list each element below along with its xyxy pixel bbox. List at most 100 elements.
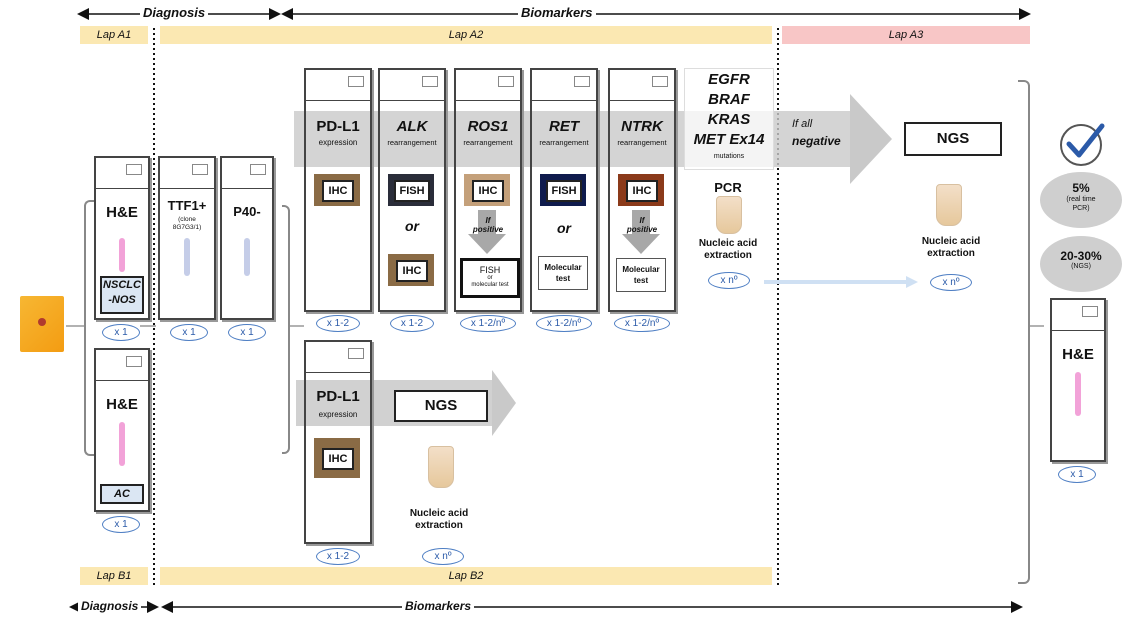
pcr-tube-image [716,196,742,234]
lab-a1-bar: Lap A1 [80,26,148,44]
count-p40: x 1 [228,324,266,341]
ntrk-if-positive: If positive [626,216,658,234]
he-slide-a: H&E NSCLC -NOS [94,156,150,320]
he-slide-b: H&E AC [94,348,150,512]
ntrk-slide: NTRK rearrangement IHC If positive Molec… [608,68,676,312]
ros1-ihc: IHC [472,180,504,202]
gene-met-ex14: MET Ex14 [693,131,765,148]
ttf1-title: TTF1+ [167,198,207,213]
pcr-percent-badge: 5% (real time PCR) [1040,172,1122,228]
pdl1-b-sub: expression [318,410,358,419]
pdl1-a-ihc: IHC [322,180,354,202]
ttf1-slide: TTF1+ (clone 8G7G3/1) [158,156,216,320]
pdl1-a-title: PD-L1 [316,118,360,135]
count-alk: x 1-2 [390,315,434,332]
negative-label: negative [792,134,841,148]
final-he-slide: H&E [1050,298,1106,462]
count-he-a: x 1 [102,324,140,341]
ret-molecular: Molecular test [538,256,588,290]
ret-title: RET [549,118,579,135]
count-he-b: x 1 [102,516,140,533]
lab-a3-bar: Lap A3 [782,26,1030,44]
lab-b1-bar: Lap B1 [80,567,148,585]
ngs-tube-image-a [936,184,962,226]
ac-box: AC [100,484,144,504]
alk-slide: ALK rearrangement FISH or IHC [378,68,446,312]
phase-biomarkers-bottom: Biomarkers [402,598,475,614]
pcr-percent: 5% [1072,181,1090,195]
count-pcr: x nº [708,272,750,289]
ret-slide: RET rearrangement FISH or Molecular test [530,68,598,312]
count-final-he: x 1 [1058,466,1096,483]
count-ros1: x 1-2/nº [460,315,516,332]
ret-fish: FISH [546,180,582,202]
count-ngs-b: x nº [422,548,464,565]
results-bracket [1018,80,1030,584]
ttf1-clone: (clone 8G7G3/1) [172,216,202,231]
checkmark-icon [1060,123,1105,166]
ros1-slide: ROS1 rearrangement IHC If positive FISH … [454,68,522,312]
he-slide-b-title: H&E [106,396,138,413]
if-all-label: If all [792,118,813,130]
ntrk-title: NTRK [621,118,663,135]
pcr-nucleic-extraction: Nucleic acid extraction [698,238,758,261]
pdl1-to-ngs-arrowhead [492,370,516,436]
pdl1-b-title: PD-L1 [316,388,360,405]
count-ngs-a: x nº [930,274,972,291]
count-ttf1: x 1 [170,324,208,341]
ret-or: or [557,220,571,236]
count-ret: x 1-2/nº [536,315,592,332]
ngs-nucleic-extraction-b: Nucleic acid extraction [409,508,469,531]
ngs-box-b: NGS [394,390,488,422]
lab-b2-bar: Lap B2 [160,567,772,585]
p40-title: P40- [233,204,261,219]
alk-ihc: IHC [396,260,428,282]
pdl1-a-sub: expression [318,138,358,147]
phase-diagnosis-top: Diagnosis [140,5,209,21]
lab-a2-bar: Lap A2 [160,26,772,44]
alk-fish: FISH [394,180,430,202]
gene-egfr: EGFR [708,71,750,88]
ros1-or-molecular: or molecular test [471,275,509,288]
ros1-sub: rearrangement [463,138,513,147]
ngs-nucleic-extraction-a: Nucleic acid extraction [921,236,981,259]
nsclc-nos-box: NSCLC -NOS [100,276,144,314]
ntrk-sub: rearrangement [617,138,667,147]
final-he-title: H&E [1062,346,1094,363]
phase-biomarkers-top: Biomarkers [518,5,596,21]
ngs-percent: 20-30% [1060,249,1102,263]
phase-diagnosis-bottom: Diagnosis [78,598,142,614]
diagnosis-bracket [84,200,94,456]
ngs-note: (NGS) [1071,263,1091,270]
alk-or: or [405,218,419,234]
ret-sub: rearrangement [539,138,589,147]
ros1-fish-box: FISH or molecular test [460,258,520,298]
ngs-tube-image-b [428,446,454,488]
pcr-note: (real time PCR) [1066,196,1096,212]
ngs-box-a: NGS [904,122,1002,156]
pcr-label: PCR [714,180,742,195]
p40-slide: P40- [220,156,274,320]
alk-title: ALK [396,118,428,135]
count-pdl1-a: x 1-2 [316,315,360,332]
ros1-title: ROS1 [467,118,509,135]
ntrk-molecular: Molecular test [616,258,666,292]
ros1-if-positive: If positive [472,216,504,234]
if-negative-arrowhead [850,94,892,184]
pdl1-b-ihc: IHC [322,448,354,470]
mutations-label: mutations [713,153,745,160]
count-pdl1-b: x 1-2 [316,548,360,565]
count-ntrk: x 1-2/nº [614,315,670,332]
pdl1-slide-b: PD-L1 expression IHC [304,340,372,544]
ihc-bracket [282,205,290,454]
gene-braf: BRAF [708,91,750,108]
mutations-panel: EGFR BRAF KRAS MET Ex14 mutations [684,68,774,170]
ros1-fish: FISH [479,265,501,275]
gene-kras: KRAS [707,111,751,128]
ngs-percent-badge: 20-30% (NGS) [1040,236,1122,292]
pdl1-slide-a: PD-L1 expression IHC [304,68,372,312]
alk-sub: rearrangement [387,138,437,147]
he-slide-a-title: H&E [106,204,138,221]
ntrk-ihc: IHC [626,180,658,202]
tissue-block-image [20,296,64,352]
